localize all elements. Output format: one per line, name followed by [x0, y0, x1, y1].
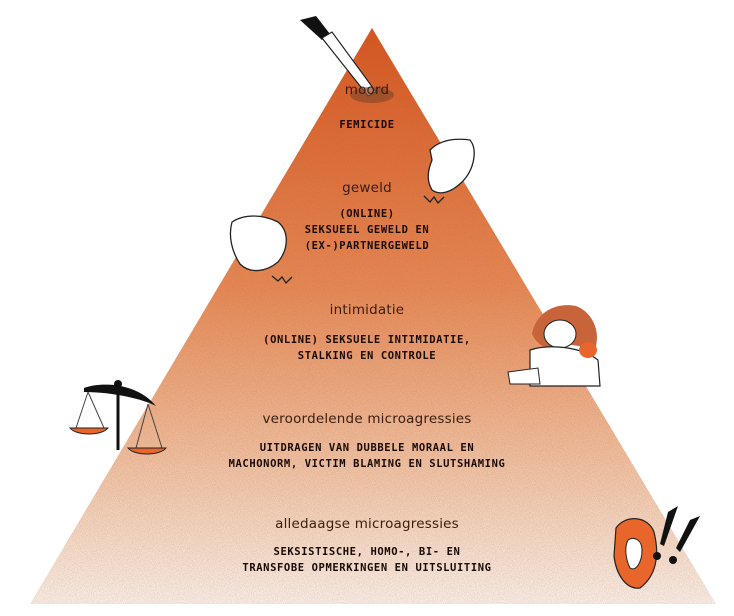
description-line: STALKING EN CONTROLE — [297, 350, 437, 362]
mouth-exclamation-icon — [613, 506, 700, 589]
description-line: (ONLINE) SEKSUELE INTIMIDATIE, — [263, 334, 471, 346]
level-description-intimidatie: (ONLINE) SEKSUELE INTIMIDATIE, STALKING … — [0, 332, 734, 364]
description-line: TRANSFOBE OPMERKINGEN EN UITSLUITING — [242, 562, 492, 574]
level-label-intimidatie: intimidatie — [329, 302, 405, 318]
hand-icon — [229, 215, 293, 285]
level-label-alledaagse-microagressies: alledaagse microagressies — [275, 516, 459, 532]
woman-illustration — [507, 305, 601, 387]
level-description-moord: FEMICIDE — [0, 117, 734, 133]
level-description-veroordelende-microagressies: UITDRAGEN VAN DUBBELE MORAAL EN MACHONOR… — [0, 440, 734, 472]
description-line: SEKSISTISCHE, HOMO-, BI- EN — [273, 546, 461, 558]
description-line: FEMICIDE — [339, 119, 395, 131]
description-line: MACHONORM, VICTIM BLAMING EN SLUTSHAMING — [228, 458, 506, 470]
level-label-geweld: geweld — [342, 180, 392, 196]
level-label-veroordelende-microagressies: veroordelende microagressies — [262, 411, 472, 427]
description-line: (ONLINE) — [339, 208, 395, 220]
hand-icon — [423, 138, 475, 205]
level-description-geweld: (ONLINE) SEKSUEEL GEWELD EN (EX-)PARTNER… — [0, 206, 734, 254]
level-description-alledaagse-microagressies: SEKSISTISCHE, HOMO-, BI- EN TRANSFOBE OP… — [0, 544, 734, 576]
pyramid-texture — [30, 28, 716, 604]
level-label-moord: moord — [344, 82, 390, 98]
description-line: UITDRAGEN VAN DUBBELE MORAAL EN — [259, 442, 475, 454]
scales-icon — [68, 380, 168, 455]
description-line: SEKSUEEL GEWELD EN — [304, 224, 430, 236]
description-line: (EX-)PARTNERGEWELD — [304, 240, 430, 252]
knife-icon — [300, 16, 394, 103]
